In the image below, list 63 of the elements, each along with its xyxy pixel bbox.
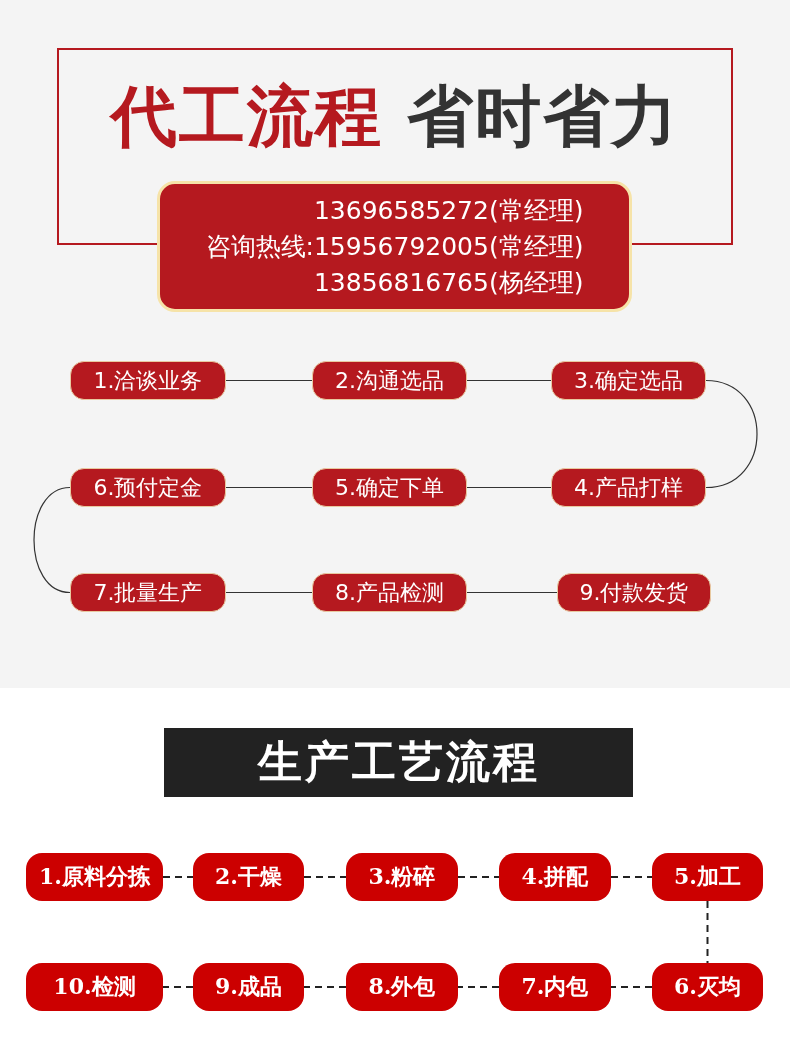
heading-band [164,728,633,797]
step-pill [551,361,706,400]
step-label: 2.干燥 [215,862,282,891]
step-pill [70,361,226,400]
step-label: 6.灭均 [674,972,741,1001]
step-pill [70,573,226,612]
step-label: 3.粉碎 [368,862,436,891]
phone-number: 15956792005(常经理) [313,230,584,263]
step-label: 6.预付定金 [93,473,203,502]
step-pill [312,573,467,612]
step-label: 4.产品打样 [574,473,683,502]
connector-line [466,379,552,382]
step-pill [499,963,611,1011]
step-pill [312,361,467,400]
step-pill [652,853,763,901]
connector-line [303,986,347,988]
connector-line [162,876,194,878]
step-pill [193,853,304,901]
step-label: 10.检测 [53,972,136,1001]
connector-line [457,986,500,988]
step-label: 1.洽谈业务 [93,366,203,395]
phone-number: 13856816765(杨经理) [313,266,584,299]
step-pill [499,853,611,901]
connector-line [225,486,313,489]
heading: 代工流程 省时省力 [110,78,680,155]
contact-box [157,181,632,312]
connector-line [303,876,347,878]
step-label: 2.沟通选品 [335,366,444,395]
step-pill [70,468,226,507]
connector-line [162,986,194,988]
step-pill [551,468,706,507]
step-label: 9.成品 [215,972,282,1001]
connector-line [225,591,313,594]
step-pill [26,853,163,901]
step-label: 7.内包 [521,972,589,1001]
step-pill [652,963,763,1011]
step-label: 5.加工 [674,862,741,891]
connector-line [33,486,71,594]
step-pill [557,573,711,612]
connector-line [610,986,653,988]
connector-line [610,876,653,878]
step-pill [26,963,163,1011]
heading: 生产工艺流程 [257,735,540,789]
step-label: 8.产品检测 [335,578,444,607]
step-label: 7.批量生产 [93,578,203,607]
hotline-label: 咨询热线: [205,231,314,263]
connector-line [466,486,552,489]
step-label: 1.原料分拣 [39,862,150,891]
connector-line [706,900,709,964]
step-label: 4.拼配 [521,862,589,891]
connector-line [457,876,500,878]
phone-number: 13696585272(常经理) [313,194,584,227]
step-label: 5.确定下单 [335,473,444,502]
step-label: 3.确定选品 [574,366,683,395]
step-pill [193,963,304,1011]
step-pill [312,468,467,507]
connector-line [225,379,313,382]
step-label: 9.付款发货 [579,578,689,607]
connector-line [466,591,558,594]
connector-line [705,379,758,489]
step-pill [346,963,458,1011]
step-label: 8.外包 [368,972,436,1001]
step-pill [346,853,458,901]
